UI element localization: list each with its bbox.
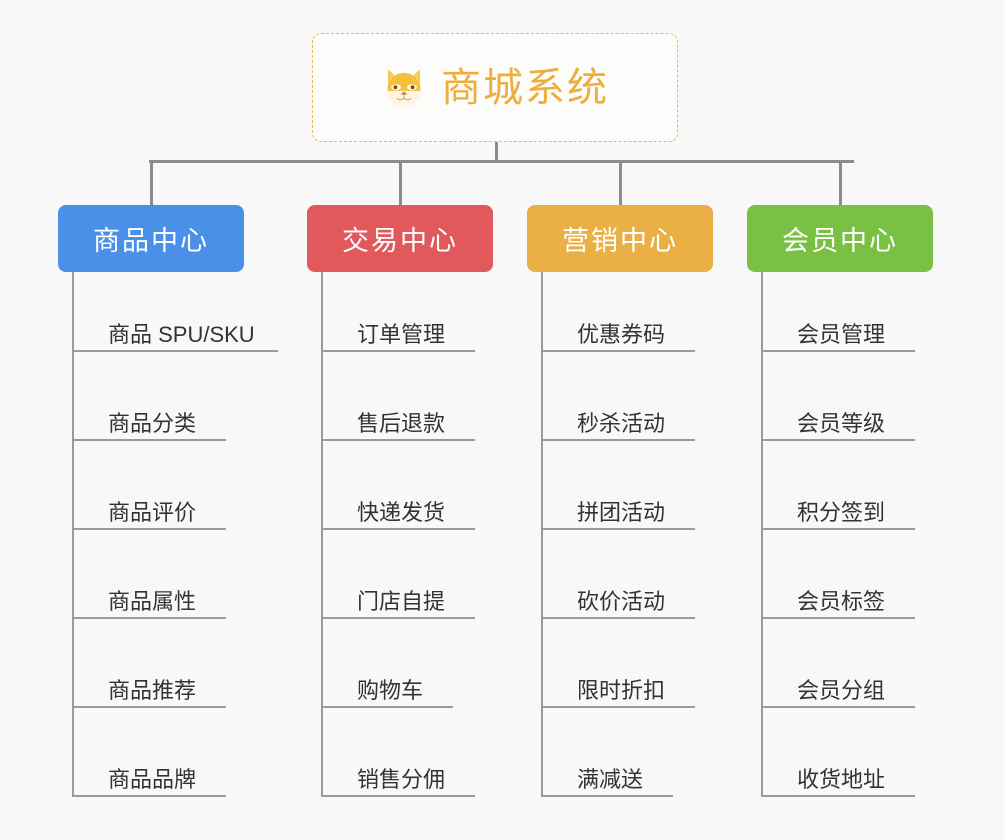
list-item-rule (543, 706, 695, 708)
column-spine (321, 272, 323, 797)
root-node[interactable]: 商城系统 (312, 33, 678, 142)
list-item-rule (543, 528, 695, 530)
list-item-rule (74, 528, 226, 530)
list-item-rule (323, 706, 453, 708)
list-item-label: 商品品牌 (108, 767, 197, 792)
list-item-rule (323, 528, 475, 530)
list-item-label: 会员管理 (797, 322, 886, 347)
list-item-rule (74, 795, 226, 797)
root-title: 商城系统 (441, 65, 609, 110)
connector-root-stem (495, 142, 498, 162)
list-item-rule (74, 439, 226, 441)
list-item-rule (323, 439, 475, 441)
list-item-rule (323, 795, 475, 797)
list-item-label: 商品分类 (108, 411, 197, 436)
list-item-label: 商品属性 (108, 589, 197, 614)
connector-drop-1 (150, 160, 153, 205)
shiba-dog-icon (387, 68, 421, 107)
list-item-label: 售后退款 (357, 411, 446, 436)
category-box-1[interactable]: 商品中心 (58, 205, 244, 272)
list-item-rule (543, 350, 695, 352)
list-item-rule (763, 528, 915, 530)
column-spine (541, 272, 543, 797)
list-item-label: 会员分组 (797, 678, 886, 703)
list-item-label: 收货地址 (797, 767, 886, 792)
list-item-label: 优惠券码 (577, 322, 666, 347)
list-item-label: 销售分佣 (357, 767, 446, 792)
category-box-2[interactable]: 交易中心 (307, 205, 493, 272)
category-title: 商品中心 (93, 226, 209, 256)
column-spine (761, 272, 763, 797)
list-item-label: 订单管理 (357, 322, 446, 347)
category-box-3[interactable]: 营销中心 (527, 205, 713, 272)
list-item-label: 商品 SPU/SKU (108, 322, 255, 347)
list-item-label: 会员等级 (797, 411, 886, 436)
list-item-label: 商品推荐 (108, 678, 197, 703)
list-item-rule (323, 617, 475, 619)
list-item-label: 商品评价 (108, 500, 197, 525)
list-item-rule (763, 350, 915, 352)
list-item-label: 满减送 (577, 767, 644, 792)
column-spine (72, 272, 74, 797)
category-title: 交易中心 (342, 226, 458, 256)
connector-drop-2 (399, 160, 402, 205)
connector-horizontal-bus (149, 160, 854, 163)
list-item-label: 拼团活动 (577, 500, 666, 525)
list-item-rule (543, 617, 695, 619)
list-item-label: 购物车 (357, 678, 424, 703)
list-item-label: 砍价活动 (577, 589, 666, 614)
list-item-rule (74, 706, 226, 708)
list-item-label: 限时折扣 (577, 678, 666, 703)
list-item-rule (543, 795, 673, 797)
category-title: 会员中心 (782, 226, 898, 256)
list-item-rule (74, 617, 226, 619)
list-item-rule (323, 350, 475, 352)
list-item-rule (763, 439, 915, 441)
list-item-label: 快递发货 (357, 500, 446, 525)
category-title: 营销中心 (562, 226, 678, 256)
category-box-4[interactable]: 会员中心 (747, 205, 933, 272)
list-item-label: 会员标签 (797, 589, 886, 614)
list-item-rule (763, 706, 915, 708)
list-item-rule (763, 617, 915, 619)
list-item-label: 积分签到 (797, 500, 886, 525)
connector-drop-4 (839, 160, 842, 205)
connector-drop-3 (619, 160, 622, 205)
list-item-label: 门店自提 (357, 589, 446, 614)
list-item-rule (763, 795, 915, 797)
list-item-rule (543, 439, 695, 441)
list-item-rule (74, 350, 278, 352)
list-item-label: 秒杀活动 (577, 411, 666, 436)
